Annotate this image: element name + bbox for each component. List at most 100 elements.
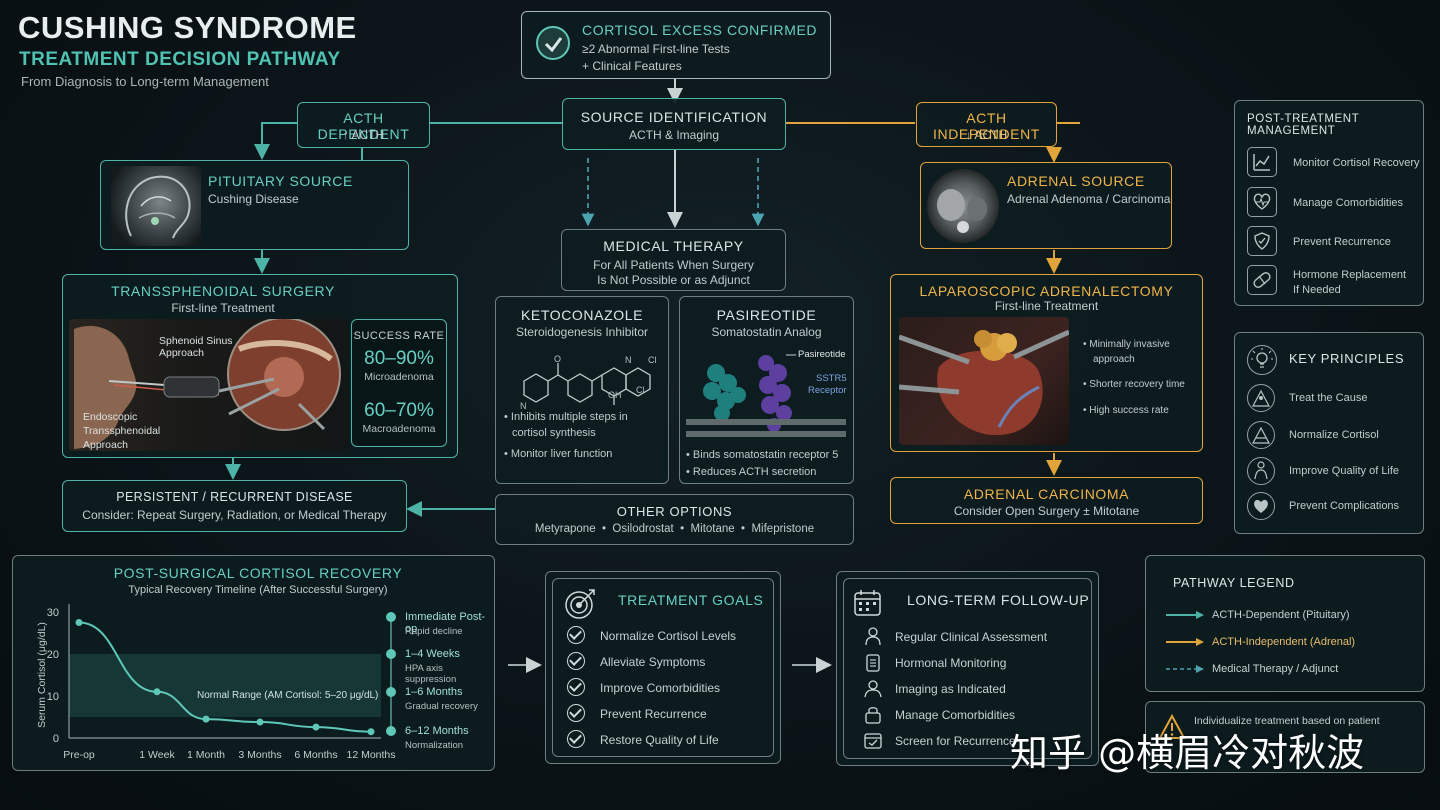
success-rate-1: 80–90% (364, 348, 434, 369)
ketoconazole-atom-oh: OH (608, 390, 622, 400)
tss-title: TRANSSPHENOIDAL SURGERY (111, 283, 335, 299)
recovery-chart-box: POST-SURGICAL CORTISOL RECOVERY Typical … (12, 555, 495, 771)
clipboard-icon (863, 652, 883, 672)
legend-item-1: ACTH-Dependent (Pituitary) (1212, 609, 1350, 621)
person-icon (1247, 457, 1275, 485)
goal-4: Prevent Recurrence (600, 707, 707, 721)
check-icon (567, 730, 585, 748)
x-tick-label: 6 Months (294, 749, 337, 761)
principle-4: Prevent Complications (1289, 500, 1400, 512)
acth-dependent-sub: ↑ ACTH (342, 128, 385, 142)
source-identification-box: SOURCE IDENTIFICATION ACTH & Imaging (562, 98, 786, 150)
legend-item-2: ACTH-Independent (Adrenal) (1212, 636, 1356, 648)
target-icon (564, 586, 598, 620)
note-box: Individualize treatment based on patient (1145, 701, 1425, 773)
y-tick-label: 20 (47, 649, 59, 661)
adrenalectomy-bullet-1a: • Minimally invasive (1083, 339, 1170, 350)
other-options-items: Metyrapone • Osilodrostat • Mitotane • M… (534, 523, 815, 535)
treatment-goals-inner (552, 578, 774, 757)
surgery-illustration (69, 319, 349, 451)
heart-hand-icon (1247, 492, 1275, 520)
pasireotide-label-receptor-1: SSTR5 (816, 373, 847, 384)
adrenal-carcinoma-box: ADRENAL CARCINOMA Consider Open Surgery … (890, 477, 1203, 524)
adrenalectomy-box: LAPAROSCOPIC ADRENALECTOMY First-line Tr… (890, 274, 1203, 452)
goal-2: Alleviate Symptoms (600, 655, 706, 669)
check-icon (567, 626, 585, 644)
x-tick-label: 1 Month (187, 749, 225, 761)
timeline-3-title: 1–6 Months (405, 686, 463, 698)
ketoconazole-bullet-1a: • Inhibits multiple steps in (504, 411, 628, 423)
success-rate-2-label: Macroadenoma (362, 423, 436, 435)
pill-icon (1247, 265, 1277, 295)
target-person-icon (1247, 384, 1275, 412)
lock-icon (863, 704, 883, 724)
medical-therapy-box: MEDICAL THERAPY For All Patients When Su… (561, 229, 786, 291)
receptor-illustration (686, 354, 846, 437)
tss-box: TRANSSPHENOIDAL SURGERY First-line Treat… (62, 274, 458, 458)
adrenalectomy-bullet-3: • High success rate (1083, 405, 1169, 416)
heart-icon (1247, 187, 1277, 217)
source-id-title: SOURCE IDENTIFICATION (580, 109, 768, 125)
post-treatment-box: POST-TREATMENT MANAGEMENT Monitor Cortis… (1234, 100, 1424, 306)
pasireotide-sub: Somatostatin Analog (711, 325, 822, 339)
timeline-dot-2 (386, 649, 396, 659)
tss-label-approach-2: Approach (159, 347, 204, 359)
ketoconazole-atom-cl2: Cl (636, 385, 645, 395)
treatment-goals-title: TREATMENT GOALS (618, 592, 764, 608)
goal-5: Restore Quality of Life (600, 733, 719, 747)
followup-title: LONG-TERM FOLLOW-UP (907, 592, 1090, 608)
timeline-4-desc: Normalization (405, 740, 464, 751)
post-item-3: Prevent Recurrence (1293, 236, 1391, 248)
cortisol-excess-title: CORTISOL EXCESS CONFIRMED (582, 22, 818, 38)
page-title: CUSHING SYNDROME (18, 10, 357, 45)
y-tick-label: 0 (53, 733, 59, 745)
ketoconazole-bullet-2: • Monitor liver function (504, 448, 613, 460)
adrenalectomy-bullet-2: • Shorter recovery time (1083, 379, 1185, 390)
adrenal-carcinoma-title: ADRENAL CARCINOMA (963, 486, 1130, 502)
watermark: 知乎 @横眉冷对秋波 (1010, 731, 1365, 775)
principle-3: Improve Quality of Life (1289, 465, 1400, 477)
note-text: Individualize treatment based on patient (1194, 715, 1380, 727)
timeline-3-desc: Gradual recovery (405, 701, 478, 712)
shield-icon (1247, 226, 1277, 256)
chart-icon (1247, 147, 1277, 177)
ketoconazole-atom-o: O (554, 354, 562, 364)
treatment-goals-box: TREATMENT GOALS Normalize Cortisol Level… (545, 571, 781, 764)
page-tagline: From Diagnosis to Long-term Management (21, 74, 269, 89)
success-rate-2: 60–70% (364, 400, 434, 421)
legend-title: PATHWAY LEGEND (1173, 576, 1295, 590)
ketoconazole-sub: Steroidogenesis Inhibitor (515, 325, 649, 339)
medical-therapy-title: MEDICAL THERAPY (603, 238, 744, 254)
warning-icon (1158, 713, 1186, 740)
acth-independent-box: ACTH INDEPENDENT ↓ ACTH (916, 102, 1057, 147)
ct-scan-image (927, 169, 999, 243)
pasireotide-label-receptor-2: Receptor (808, 385, 847, 396)
post-item-4b: If Needed (1293, 284, 1341, 296)
page-subtitle: TREATMENT DECISION PATHWAY (19, 49, 341, 70)
acth-independent-title: ACTH INDEPENDENT (933, 110, 1040, 142)
timeline-dot-3 (386, 687, 396, 697)
check-icon (567, 704, 585, 722)
timeline-1-title: Immediate Post-op (405, 611, 486, 635)
tss-label-endo-1: Endoscopic (83, 411, 138, 423)
lightbulb-icon (1247, 345, 1277, 375)
medical-therapy-line1: For All Patients When Surgery (593, 258, 754, 272)
timeline-dot-4 (386, 726, 396, 736)
tss-label-endo-3: Approach (83, 439, 128, 451)
legend-line-dashed (1166, 665, 1204, 673)
brain-scan-image (111, 166, 201, 246)
pituitary-title: PITUITARY SOURCE (208, 173, 353, 189)
calendar-check-icon (863, 730, 883, 750)
check-icon (567, 678, 585, 696)
adrenalectomy-illustration (899, 317, 1069, 445)
tss-label-endo-2: Transsphenoidal (83, 425, 161, 437)
tss-label-approach-1: Sphenoid Sinus (159, 335, 233, 347)
data-point (256, 718, 264, 726)
ketoconazole-bullet-1b: cortisol synthesis (512, 427, 596, 439)
tss-sub: First-line Treatment (171, 301, 275, 315)
scan-icon (863, 678, 883, 698)
cortisol-excess-box: CORTISOL EXCESS CONFIRMED ≥2 Abnormal Fi… (521, 11, 831, 79)
pasireotide-title: PASIREOTIDE (716, 307, 817, 323)
cortisol-excess-line2: + Clinical Features (582, 59, 682, 73)
post-item-1: Monitor Cortisol Recovery (1293, 157, 1420, 169)
